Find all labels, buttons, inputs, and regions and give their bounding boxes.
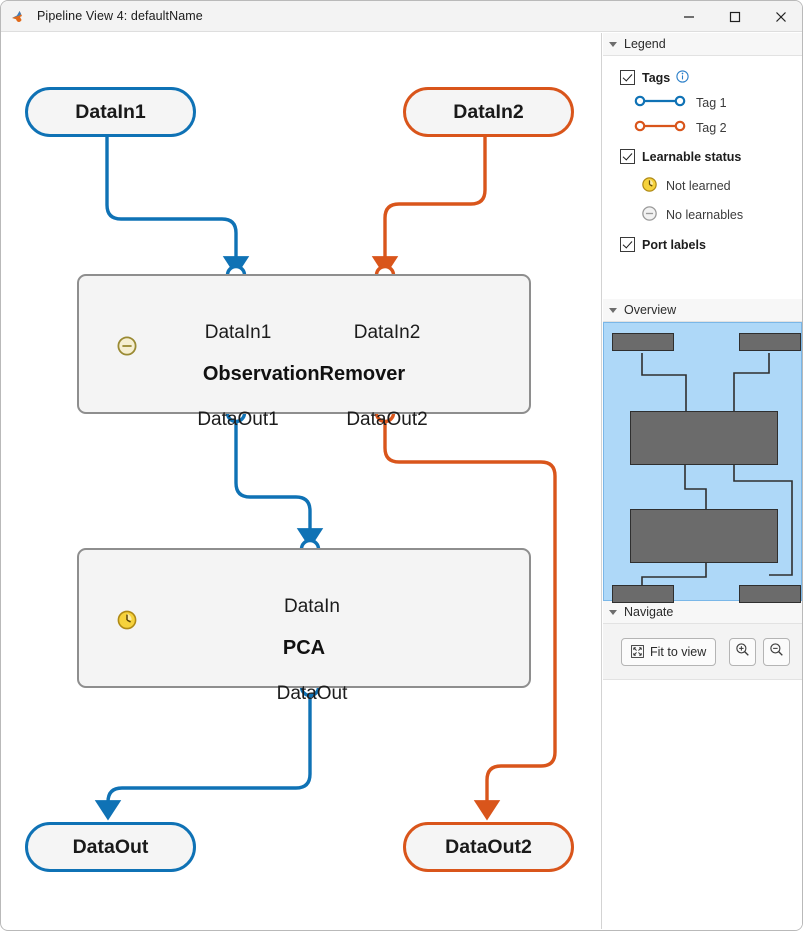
dataout2-terminal-label: DataOut2 — [445, 835, 532, 858]
fit-to-view-icon — [631, 645, 644, 658]
clock-icon — [116, 609, 138, 631]
dataout-terminal-label: DataOut — [72, 835, 149, 858]
pca-block[interactable]: DataIn PCA DataOut — [77, 548, 531, 704]
or-input-label-1: DataIn2 — [353, 322, 421, 343]
learnable-status-checkbox[interactable] — [620, 149, 635, 164]
no-learnables-label: No learnables — [666, 207, 744, 222]
navigate-section-header[interactable]: Navigate — [603, 601, 802, 624]
connection-layer — [94, 137, 557, 821]
tag1-line-icon — [634, 94, 686, 111]
wire-datain1 — [105, 137, 250, 277]
overview-node-observationremover — [630, 411, 778, 465]
tag2-label: Tag 2 — [696, 120, 727, 135]
or-output-label-1: DataOut2 — [346, 409, 428, 430]
pipeline-canvas[interactable]: DataIn1 DataIn2 DataOut DataOut2 DataIn1… — [3, 33, 602, 929]
minimize-icon[interactable] — [666, 1, 712, 32]
tag2-line-icon — [634, 119, 686, 136]
pca-input-label-0: DataIn — [284, 596, 340, 617]
navigate-header-label: Navigate — [624, 605, 674, 619]
wire-datain2 — [371, 137, 487, 277]
fit-to-view-button[interactable]: Fit to view — [621, 637, 717, 666]
title-bar: Pipeline View 4: defaultName — [1, 1, 802, 32]
wire-dataout1-to-pca — [234, 416, 324, 549]
pca-output-label-0: DataOut — [276, 683, 348, 704]
or-input-label-0: DataIn1 — [204, 322, 272, 343]
zoom-in-button[interactable] — [729, 637, 756, 666]
matlab-icon — [11, 7, 29, 25]
port-labels-checkbox[interactable] — [620, 237, 635, 252]
not-learned-label: Not learned — [666, 178, 731, 193]
legend-body: Tags Tag 1 — [603, 56, 802, 299]
info-icon[interactable] — [676, 69, 689, 86]
overview-node-dataout2 — [739, 585, 801, 603]
learnable-status-label: Learnable status — [642, 149, 742, 164]
chevron-down-icon — [609, 609, 617, 615]
legend-section-header[interactable]: Legend — [603, 33, 802, 56]
pca-title: PCA — [282, 637, 326, 659]
zoom-out-button[interactable] — [763, 637, 790, 666]
legend-tags-row[interactable]: Tags — [603, 65, 802, 90]
legend-learnable-status-row[interactable]: Learnable status — [603, 144, 802, 169]
dataout2-terminal[interactable]: DataOut2 — [403, 822, 574, 872]
legend-status-item-1: No learnables — [603, 202, 802, 227]
legend-status-item-0: Not learned — [603, 173, 802, 198]
side-panel-filler — [603, 680, 802, 930]
tags-label: Tags — [642, 70, 671, 85]
tag1-label: Tag 1 — [696, 95, 727, 110]
legend-tag-item-1: Tag 2 — [603, 115, 802, 140]
observationremover-title: ObservationRemover — [202, 363, 406, 385]
zoom-in-icon — [735, 642, 750, 662]
wire-dataout2 — [383, 416, 557, 821]
port-labels-label: Port labels — [642, 237, 706, 252]
overview-thumbnail[interactable] — [603, 322, 802, 603]
tags-checkbox[interactable] — [620, 70, 635, 85]
clock-icon — [641, 176, 658, 196]
overview-node-datain1 — [612, 333, 674, 351]
minus-circle-icon — [641, 205, 658, 225]
overview-section-header[interactable]: Overview — [603, 299, 802, 322]
minus-circle-icon — [116, 335, 138, 357]
datain1-terminal[interactable]: DataIn1 — [25, 87, 196, 137]
dataout-terminal[interactable]: DataOut — [25, 822, 196, 872]
overview-node-pca — [630, 509, 778, 563]
legend-port-labels-row[interactable]: Port labels — [603, 232, 802, 257]
window-title: Pipeline View 4: defaultName — [37, 9, 203, 23]
maximize-icon[interactable] — [712, 1, 758, 32]
observationremover-block[interactable]: DataIn1 DataIn2 ObservationRemover DataO… — [77, 274, 531, 430]
legend-tag-item-0: Tag 1 — [603, 90, 802, 115]
fit-to-view-label: Fit to view — [650, 644, 707, 659]
datain2-terminal[interactable]: DataIn2 — [403, 87, 574, 137]
overview-header-label: Overview — [624, 303, 677, 317]
zoom-out-icon — [769, 642, 784, 662]
or-output-label-0: DataOut1 — [197, 409, 279, 430]
datain1-terminal-label: DataIn1 — [75, 100, 146, 123]
overview-node-datain2 — [739, 333, 801, 351]
datain2-terminal-label: DataIn2 — [453, 100, 524, 123]
overview-wires — [641, 353, 793, 585]
navigate-body: Fit to view — [603, 624, 802, 680]
legend-spacer — [603, 257, 802, 299]
legend-header-label: Legend — [624, 37, 666, 51]
wire-pca-dataout — [94, 688, 312, 821]
side-panel: Legend Tags — [603, 33, 802, 930]
window-controls — [666, 1, 802, 32]
overview-node-dataout — [612, 585, 674, 603]
close-icon[interactable] — [758, 1, 802, 32]
chevron-down-icon — [609, 41, 617, 47]
chevron-down-icon — [609, 307, 617, 313]
